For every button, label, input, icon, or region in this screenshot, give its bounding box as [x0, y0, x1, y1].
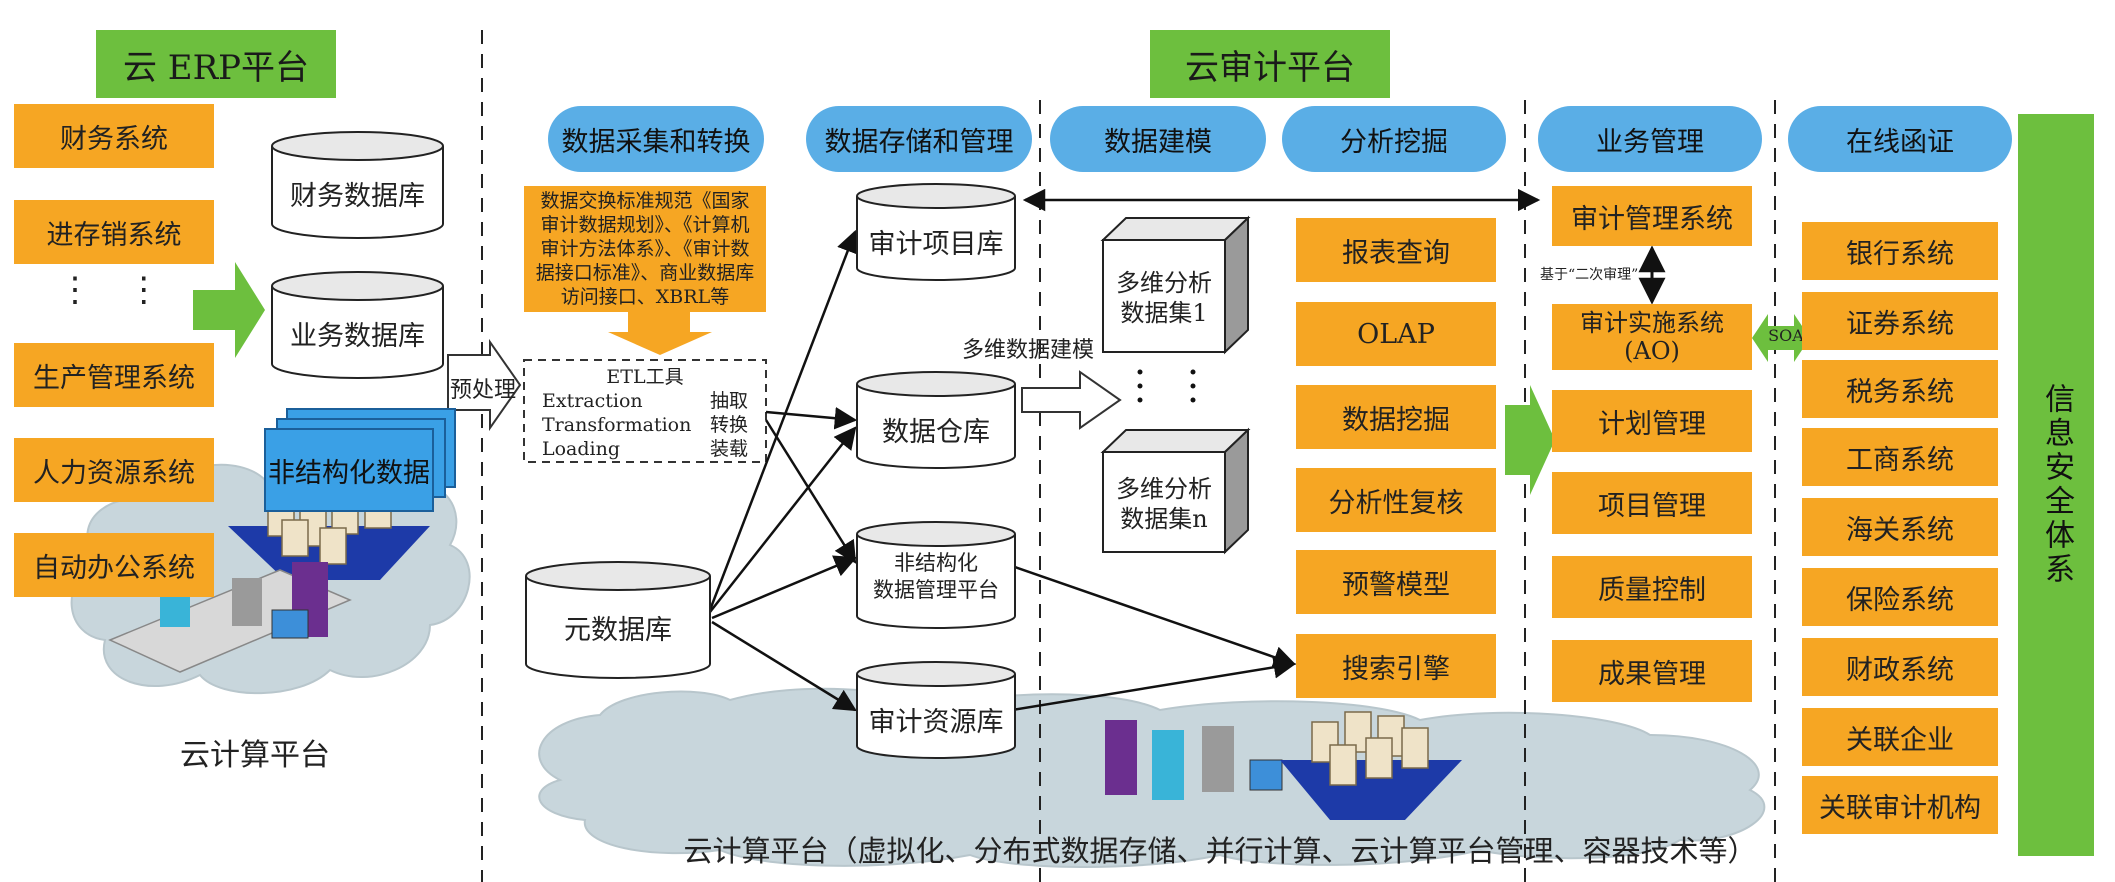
col-online-confirmation: 在线函证 [1788, 106, 2012, 172]
analysis-data-mining: 数据挖掘 [1296, 385, 1496, 449]
etl-row: Extraction 抽取 [524, 389, 766, 413]
etl-row-zh: 抽取 [709, 390, 748, 412]
erp-platform-title: 云 ERP平台 [96, 30, 336, 98]
etl-row-zh: 转换 [709, 414, 748, 436]
erp-db-business: 业务数据库 [270, 270, 445, 380]
search-connectors [1011, 564, 1297, 712]
etl-title: ETL工具 [606, 366, 684, 388]
erp-systems-ellipsis: ⋮ ⋮ [58, 270, 173, 310]
business-quality-control: 质量控制 [1552, 556, 1752, 618]
etl-row: Loading 装载 [524, 437, 766, 461]
database-icon [525, 561, 711, 679]
modeling-arrow [1021, 370, 1122, 430]
network-equipment-bottom-icon [1105, 720, 1283, 800]
col-business-mgmt: 业务管理 [1538, 106, 1762, 172]
confirm-related-audit-org: 关联审计机构 [1802, 776, 1998, 834]
cube-1-label: 多维分析 数据集1 [1116, 269, 1212, 327]
storage-db-label: 审计项目库 [868, 229, 1004, 260]
bottom-cloud [538, 687, 1766, 868]
col-analysis-mining: 分析挖掘 [1282, 106, 1506, 172]
storage-unstructured-platform: 非结构化 数据管理平台 [855, 520, 1017, 630]
cube-n-label: 多维分析 数据集n [1116, 475, 1212, 533]
cube-dots [1137, 369, 1196, 403]
col-data-collection: 数据采集和转换 [548, 106, 764, 172]
storage-audit-project-db: 审计项目库 [855, 182, 1017, 282]
etl-box [523, 359, 767, 463]
etl-row: Transformation 转换 [524, 413, 766, 437]
confirm-securities: 证券系统 [1802, 292, 1998, 350]
analysis-search-engine: 搜索引擎 [1296, 634, 1496, 698]
analysis-analytical-review: 分析性复核 [1296, 468, 1496, 532]
storage-data-warehouse: 数据仓库 [855, 370, 1017, 470]
network-equipment-left-icon [108, 562, 352, 673]
confirm-bank: 银行系统 [1802, 222, 1998, 280]
erp-db-finance-label: 财务数据库 [290, 181, 425, 212]
soa-label: SOA [1768, 326, 1804, 345]
analysis-report-query: 报表查询 [1296, 218, 1496, 282]
security-system-bar: 信息安全体系 [2018, 114, 2094, 856]
business-result-mgmt: 成果管理 [1552, 640, 1752, 702]
multidim-modeling-label: 多维数据建模 [962, 338, 1095, 363]
storage-db-label: 数据仓库 [882, 417, 990, 448]
business-plan-mgmt: 计划管理 [1552, 390, 1752, 452]
database-icon [271, 271, 444, 379]
security-system-label: 信息安全体系 [2039, 383, 2074, 587]
col-data-modeling: 数据建模 [1050, 106, 1266, 172]
business-project-mgmt: 项目管理 [1552, 472, 1752, 534]
analysis-olap: OLAP [1296, 302, 1496, 366]
erp-system-hr: 人力资源系统 [14, 438, 214, 502]
analysis-warning-model: 预警模型 [1296, 550, 1496, 614]
secondary-audit-note: 基于“二次审理” [1540, 267, 1639, 283]
etl-row-zh: 装载 [709, 438, 748, 460]
etl-row-en: Extraction [542, 390, 643, 412]
unstructured-data: 非结构化数据 [264, 428, 434, 512]
confirm-related-enterprise: 关联企业 [1802, 708, 1998, 766]
audit-platform-title: 云审计平台 [1150, 30, 1390, 98]
erp-system-inventory: 进存销系统 [14, 200, 214, 264]
metadata-db: 元数据库 [524, 560, 712, 680]
erp-to-db-arrow [193, 262, 265, 358]
etl-row-en: Transformation [542, 414, 692, 436]
storage-db-label: 非结构化 数据管理平台 [873, 551, 999, 602]
storage-audit-resource-db: 审计资源库 [855, 660, 1017, 760]
erp-system-production: 生产管理系统 [14, 343, 214, 407]
col-data-storage: 数据存储和管理 [806, 106, 1032, 172]
database-icon [856, 371, 1016, 469]
etl-row-en: Loading [542, 438, 621, 460]
database-icon [856, 661, 1016, 759]
audit-cloud-label: 云计算平台（虚拟化、分布式数据存储、并行计算、云计算平台管理、容器技术等） [683, 834, 1757, 868]
standards-down-arrow [608, 312, 712, 355]
erp-cloud-label: 云计算平台 [180, 738, 330, 773]
database-icon [271, 131, 444, 239]
cube-1 [1100, 215, 1251, 355]
etl-tool: ETL工具 Extraction 抽取 Transformation 转换 Lo… [524, 360, 766, 462]
business-ao-system: 审计实施系统 (AO) [1552, 304, 1752, 370]
cube-n [1100, 427, 1251, 555]
soa-arrow [1752, 314, 1810, 362]
database-icon [856, 521, 1016, 629]
storage-connectors [708, 229, 859, 712]
storage-db-label: 审计资源库 [868, 707, 1004, 738]
erp-system-finance: 财务系统 [14, 104, 214, 168]
data-exchange-standards: 数据交换标准规范《国家审计数据规划》、《计算机审计方法体系》、《审计数据接口标准… [524, 186, 766, 312]
confirm-insurance: 保险系统 [1802, 568, 1998, 626]
confirm-industry-commerce: 工商系统 [1802, 428, 1998, 486]
confirm-finance: 财政系统 [1802, 638, 1998, 696]
analysis-to-business-arrow [1505, 385, 1555, 495]
erp-db-business-label: 业务数据库 [290, 321, 425, 352]
column-dividers [481, 30, 1776, 882]
metadata-db-label: 元数据库 [564, 615, 672, 646]
confirm-tax: 税务系统 [1802, 360, 1998, 418]
business-audit-mgmt-system: 审计管理系统 [1552, 186, 1752, 246]
confirm-customs: 海关系统 [1802, 498, 1998, 556]
erp-system-office: 自动办公系统 [14, 533, 214, 597]
preprocess-label: 预处理 [450, 378, 517, 403]
server-cluster-bottom-icon [1280, 711, 1462, 820]
erp-db-finance: 财务数据库 [270, 130, 445, 240]
database-icon [856, 183, 1016, 281]
